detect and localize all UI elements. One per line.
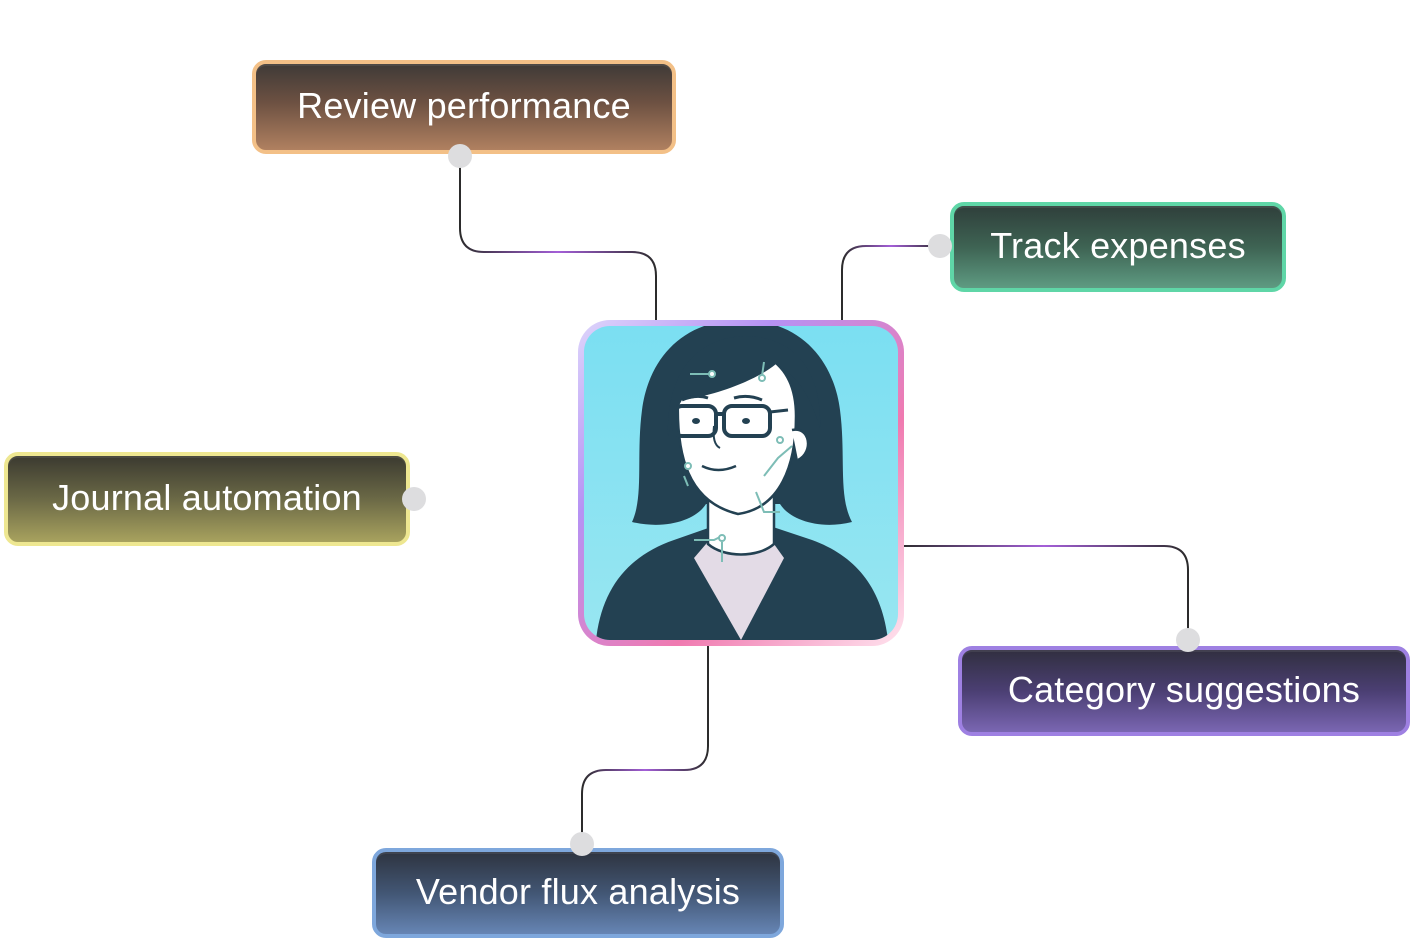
node-category-suggestions[interactable]: Category suggestions (958, 646, 1410, 736)
person-avatar-icon (584, 326, 898, 640)
connector-dot-journal (402, 487, 426, 511)
connector-dot-review (448, 144, 472, 168)
connector-vendor (581, 644, 709, 844)
node-review-performance[interactable]: Review performance (252, 60, 676, 154)
node-label: Journal automation (52, 477, 362, 518)
connector-track (841, 245, 940, 326)
node-label: Track expenses (990, 225, 1246, 266)
connector-dot-category (1176, 628, 1200, 652)
node-label: Category suggestions (1007, 669, 1361, 710)
connector-dot-track (928, 234, 952, 258)
connector-category (900, 545, 1189, 640)
connector-review (459, 156, 657, 326)
node-label: Review performance (297, 85, 631, 126)
node-journal-automation[interactable]: Journal automation (4, 452, 410, 546)
avatar-frame (578, 320, 904, 646)
node-track-expenses[interactable]: Track expenses (950, 202, 1286, 292)
node-label: Vendor flux analysis (415, 871, 741, 912)
connector-dot-vendor (570, 832, 594, 856)
node-vendor-flux-analysis[interactable]: Vendor flux analysis (372, 848, 784, 938)
